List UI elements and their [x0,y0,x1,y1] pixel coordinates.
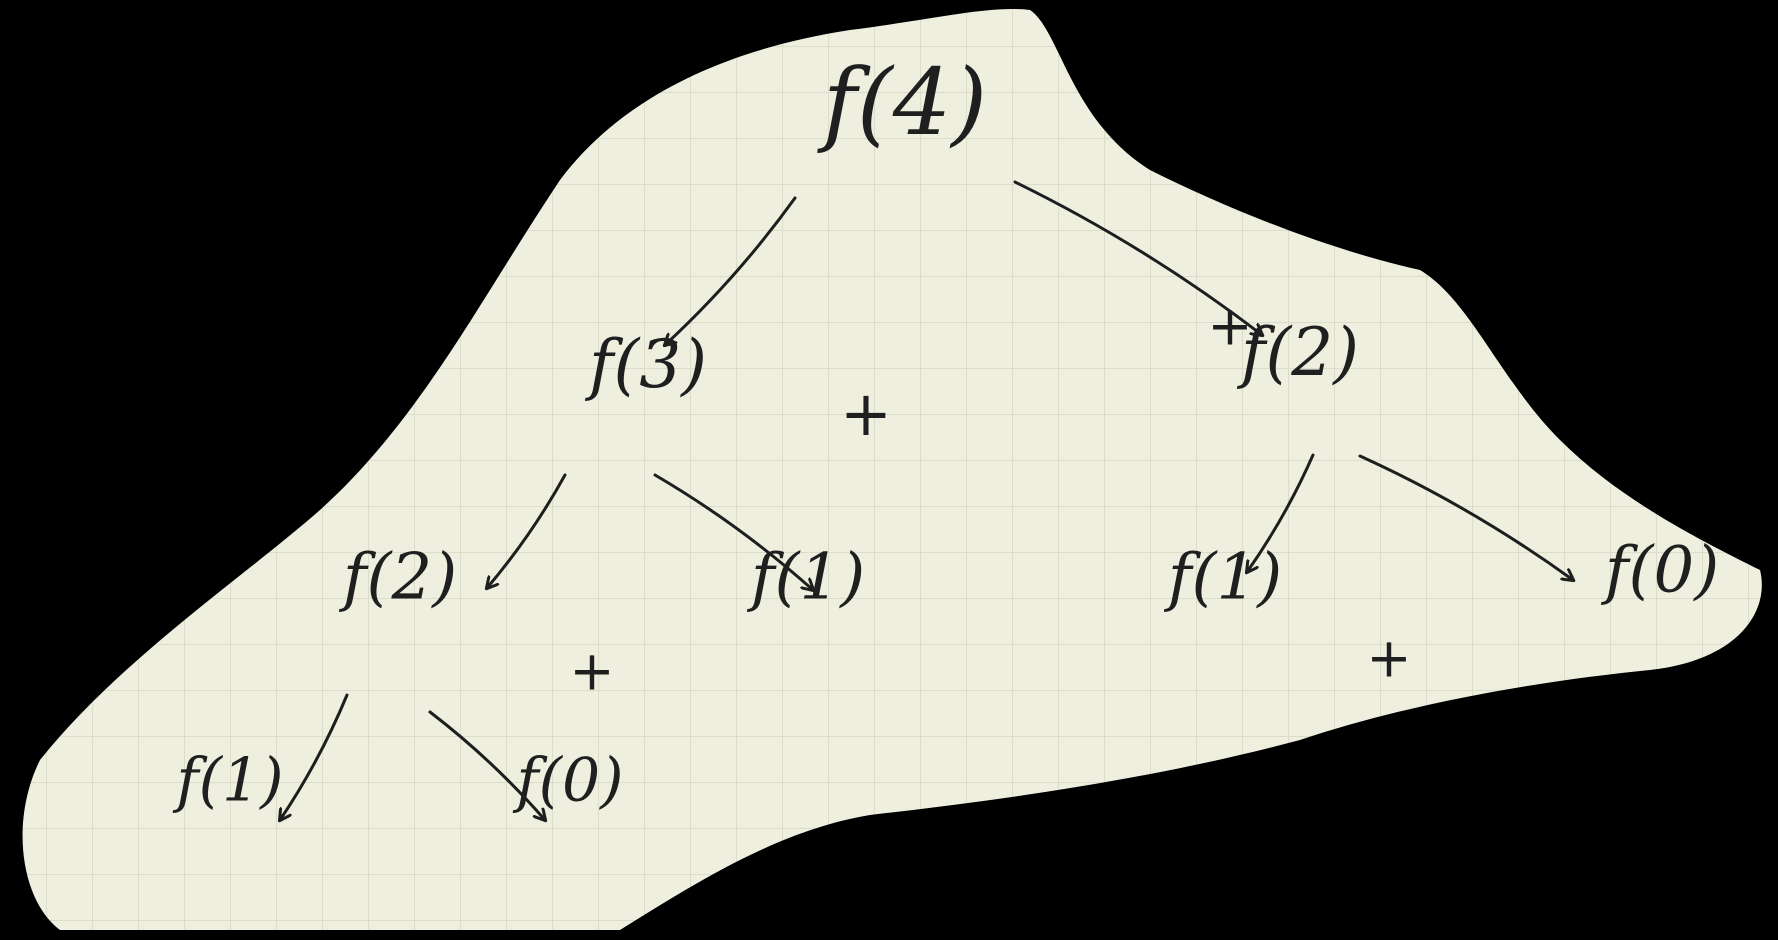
edges-layer [280,180,1573,820]
plus-sign-4: + [1207,295,1252,358]
plus-sign-2: + [569,640,614,703]
tree-node-n0b: f(0) [512,746,623,816]
edge-arrow-n4-to-n2a [1013,180,1262,335]
plus-sign-3: + [1366,627,1411,690]
edge-arrow-n2a-to-n1b [1247,453,1315,572]
edge-arrow-n2a-to-n0a [1358,454,1573,580]
edge-arrow-n3-to-n2b [487,473,567,588]
tree-node-n3: f(3) [584,326,707,403]
tree-node-n2b: f(2) [339,541,457,615]
tree-node-n1c: f(1) [172,746,283,816]
plus-signs-layer: + + + + [569,295,1411,703]
tree-node-n2a: f(2) [1236,314,1359,391]
tree-node-n1b: f(1) [1164,541,1282,615]
nodes-layer: f(4) f(3) f(2) f(2) f(1) f(1) f(0) f(1) f(0) [172,49,1719,816]
edge-arrow-n4-to-n3 [665,196,797,345]
tree-node-n0a: f(0) [1601,534,1719,608]
edge-arrow-n2b-to-n0b [428,710,545,820]
tree-node-n4: f(4) [817,49,987,156]
plus-sign-1: + [840,377,892,450]
edge-arrow-n2b-to-n1c [280,693,349,820]
edge-arrow-n3-to-n1a [653,473,813,590]
paper-sheet [22,9,1762,931]
tree-node-n1a: f(1) [747,541,865,615]
